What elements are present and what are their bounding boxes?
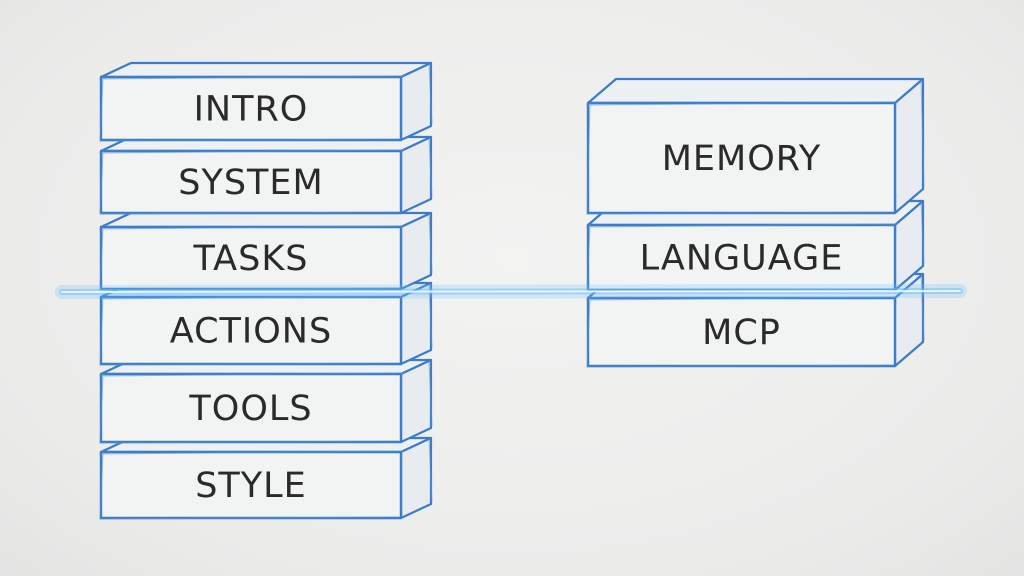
block-top-face: [586, 77, 925, 105]
left-block-stack: STYLE TOOLS ACTIONS TASKS SYSTEM INTRO: [98, 61, 433, 521]
block-tools: TOOLS: [98, 358, 433, 445]
block-label-memory: MEMORY: [662, 139, 822, 179]
block-side-face: [399, 135, 433, 215]
block-side-face: [399, 211, 433, 291]
sketch-stroke: [585, 201, 925, 293]
block-front-face: [99, 450, 403, 520]
sketch-stroke: [98, 360, 433, 445]
sketch-stroke: [98, 283, 433, 367]
block-label-language: LANGUAGE: [640, 239, 844, 279]
block-side-face: [399, 61, 433, 142]
block-side-face: [399, 436, 433, 520]
sketch-stroke: [98, 137, 433, 216]
block-front-face: [99, 372, 403, 444]
block-top-face: [99, 61, 433, 79]
sketch-stroke: [98, 63, 433, 143]
block-label-system: SYSTEM: [178, 163, 324, 203]
block-front-face: [586, 223, 897, 292]
block-language: LANGUAGE: [585, 199, 925, 293]
block-system: SYSTEM: [98, 135, 433, 216]
block-memory: MEMORY: [585, 77, 925, 216]
right-block-stack: MCP LANGUAGE MEMORY: [585, 77, 925, 369]
block-side-face: [399, 358, 433, 444]
block-label-actions: ACTIONS: [170, 312, 332, 352]
block-intro: INTRO: [98, 61, 433, 143]
sketch-stroke: [585, 79, 925, 216]
block-label-tasks: TASKS: [193, 239, 309, 279]
sketch-stroke: [98, 438, 433, 521]
block-label-intro: INTRO: [194, 90, 309, 130]
glowing-horizontal-line: [55, 284, 967, 299]
block-label-style: STYLE: [195, 466, 307, 506]
block-front-face: [99, 149, 403, 215]
block-tasks: TASKS: [98, 211, 433, 292]
block-style: STYLE: [98, 436, 433, 521]
sketch-stroke: [98, 213, 433, 292]
sketch-stroke: [585, 274, 925, 369]
block-label-tools: TOOLS: [188, 389, 312, 429]
block-label-mcp: MCP: [702, 313, 781, 353]
block-top-face: [99, 211, 433, 229]
block-side-face: [893, 77, 925, 215]
